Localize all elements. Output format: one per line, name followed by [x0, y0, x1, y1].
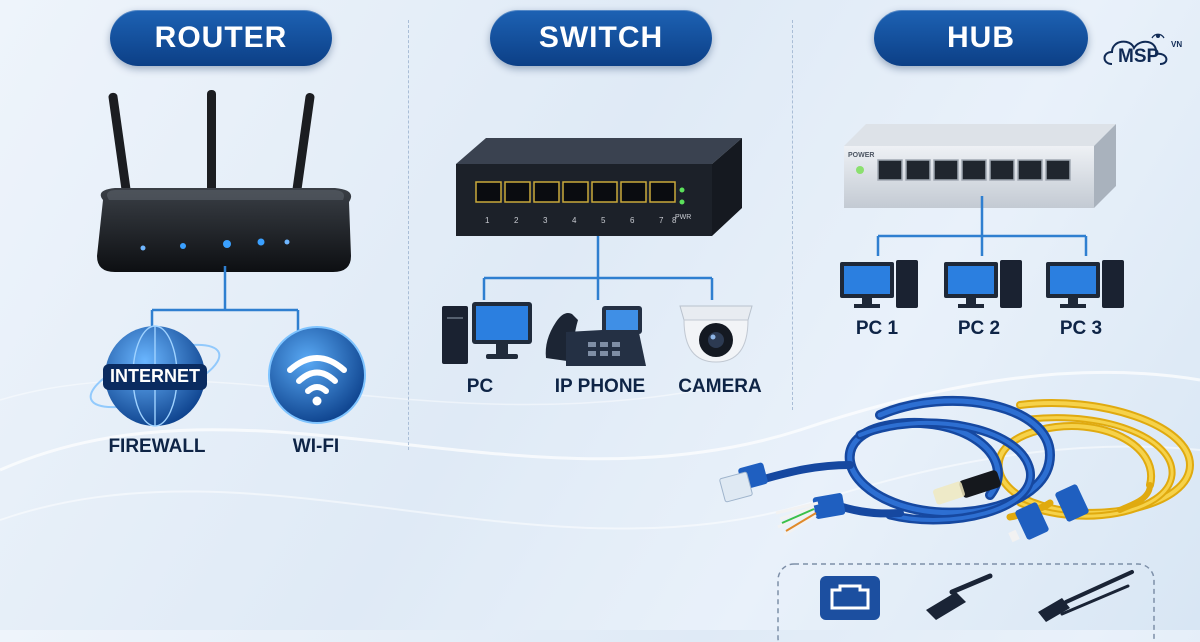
ip-phone-label: IP PHONE	[554, 376, 646, 397]
hub-power-label: POWER	[848, 152, 875, 159]
desktop-pc-icon	[944, 260, 1022, 308]
pc3-label: PC 3	[1059, 318, 1103, 339]
port-number-7: 7	[659, 216, 664, 225]
pc-label: PC	[466, 376, 494, 397]
switch-title: SWITCH	[490, 10, 712, 66]
logo-text: MSP	[1118, 46, 1160, 67]
hub-title: HUB	[874, 10, 1088, 66]
internet-globe-icon	[89, 325, 221, 427]
wifi-icon	[268, 326, 366, 424]
switch-connector-lines	[482, 236, 714, 300]
fiber-connector-icon	[1008, 484, 1089, 543]
divider-right	[792, 20, 793, 410]
msp-cloud-logo-icon	[1103, 33, 1168, 65]
router-title: ROUTER	[110, 10, 332, 66]
connector-types-panel	[777, 563, 1155, 642]
logo-superscript: VN	[1171, 40, 1183, 49]
ip-phone-icon	[545, 306, 646, 366]
internet-label: INTERNET	[110, 366, 200, 386]
port-number-3: 3	[543, 216, 548, 225]
desktop-pc-icon	[1046, 260, 1124, 308]
firewall-label: FIREWALL	[108, 436, 206, 457]
router-connector-lines	[150, 266, 300, 332]
network-cables-illustration	[719, 395, 1195, 543]
router-icon	[97, 90, 352, 272]
port-number-4: 4	[572, 216, 577, 225]
switch-icon	[456, 138, 742, 236]
camera-label: CAMERA	[678, 376, 762, 397]
desktop-pc-icon	[840, 260, 918, 308]
rj45-connector-icon	[926, 573, 993, 620]
wifi-label: WI-FI	[292, 436, 340, 457]
port-number-2: 2	[514, 216, 519, 225]
port-number-6: 6	[630, 216, 635, 225]
rj45-connector-icon	[719, 462, 768, 503]
switch-port-numbers: 1 2 3 4 5 6 7 8	[476, 216, 676, 228]
desktop-pc-icon	[442, 302, 532, 364]
pc1-label: PC 1	[855, 318, 899, 339]
hub-icon	[844, 124, 1116, 208]
fiber-connector-icon	[1038, 570, 1134, 622]
ethernet-port-icon	[820, 576, 880, 620]
rj45-connector-icon	[775, 493, 846, 537]
fiber-connector-icon	[933, 470, 1001, 505]
divider-left	[408, 20, 409, 450]
port-number-1: 1	[485, 216, 490, 225]
pc2-label: PC 2	[957, 318, 1001, 339]
port-number-8: 8	[672, 216, 677, 225]
port-number-5: 5	[601, 216, 606, 225]
switch-pwr-label: PWR	[675, 214, 692, 221]
hub-connector-lines	[876, 196, 1088, 256]
camera-icon	[679, 305, 753, 363]
